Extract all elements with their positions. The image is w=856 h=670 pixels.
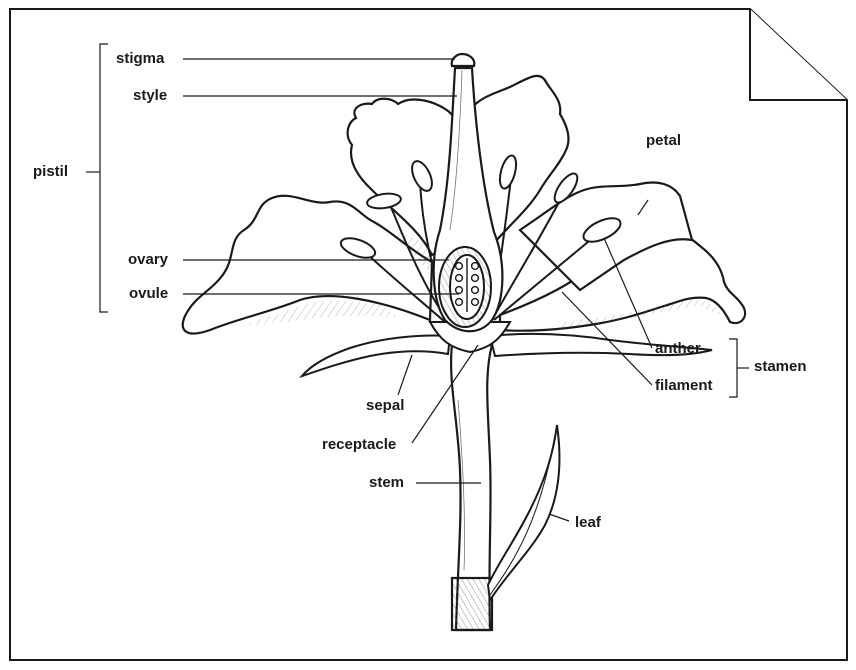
label-sepal: sepal: [366, 397, 404, 415]
label-ovary: ovary: [128, 251, 168, 269]
label-petal: petal: [646, 132, 681, 150]
label-pistil: pistil: [33, 163, 68, 181]
label-stigma: stigma: [116, 50, 164, 68]
label-stem: stem: [369, 474, 404, 492]
label-receptacle: receptacle: [322, 436, 396, 454]
ovary: [439, 247, 491, 327]
label-ovule: ovule: [129, 285, 168, 303]
label-leaf: leaf: [575, 514, 601, 532]
label-filament: filament: [655, 377, 713, 395]
label-stamen: stamen: [754, 358, 807, 376]
label-anther: anther: [655, 340, 701, 358]
label-style: style: [133, 87, 167, 105]
